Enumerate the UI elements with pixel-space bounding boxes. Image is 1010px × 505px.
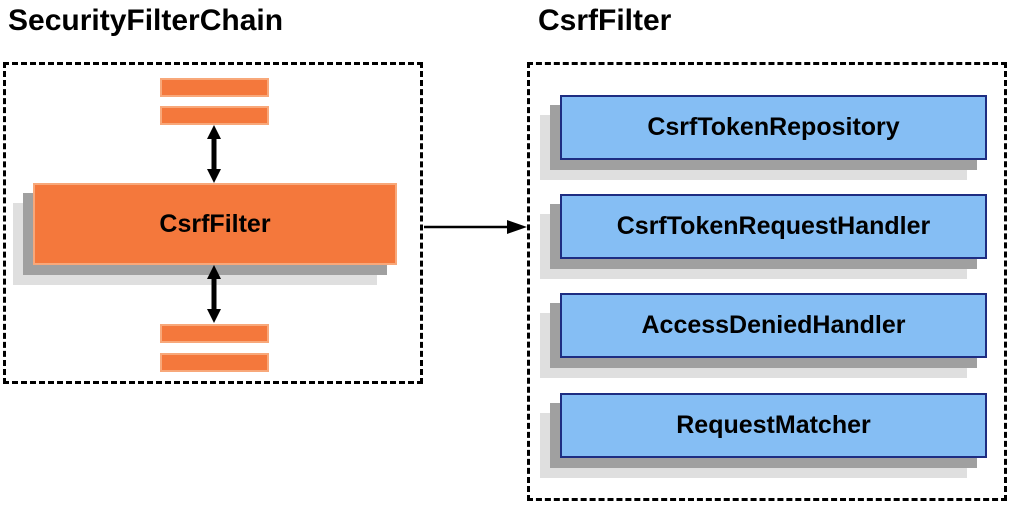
csrf-filter-container <box>527 62 1007 501</box>
component-box-csrf-token-repository: CsrfTokenRepository <box>560 95 987 160</box>
component-box-csrf-token-request-handler: CsrfTokenRequestHandler <box>560 194 987 259</box>
flow-arrow-right-icon <box>424 220 527 234</box>
security-filter-chain-container <box>3 62 423 384</box>
security-filter-chain-title: SecurityFilterChain <box>8 4 284 37</box>
double-arrow-top-icon <box>207 125 221 183</box>
component-label: CsrfTokenRepository <box>647 113 900 141</box>
component-box-access-denied-handler: AccessDeniedHandler <box>560 293 987 358</box>
filter-placeholder-bar <box>160 78 269 97</box>
csrf-filter-title: CsrfFilter <box>538 4 672 37</box>
csrf-filter-box: CsrfFilter <box>33 183 397 265</box>
component-box-request-matcher: RequestMatcher <box>560 393 987 458</box>
double-arrow-bottom-icon <box>207 265 221 323</box>
filter-placeholder-bar <box>160 324 269 343</box>
component-label: CsrfTokenRequestHandler <box>616 212 931 240</box>
filter-placeholder-bar <box>160 106 269 125</box>
component-label: AccessDeniedHandler <box>641 311 906 339</box>
filter-placeholder-bar <box>160 353 269 372</box>
csrf-filter-box-label: CsrfFilter <box>159 209 271 238</box>
component-label: RequestMatcher <box>676 411 871 439</box>
